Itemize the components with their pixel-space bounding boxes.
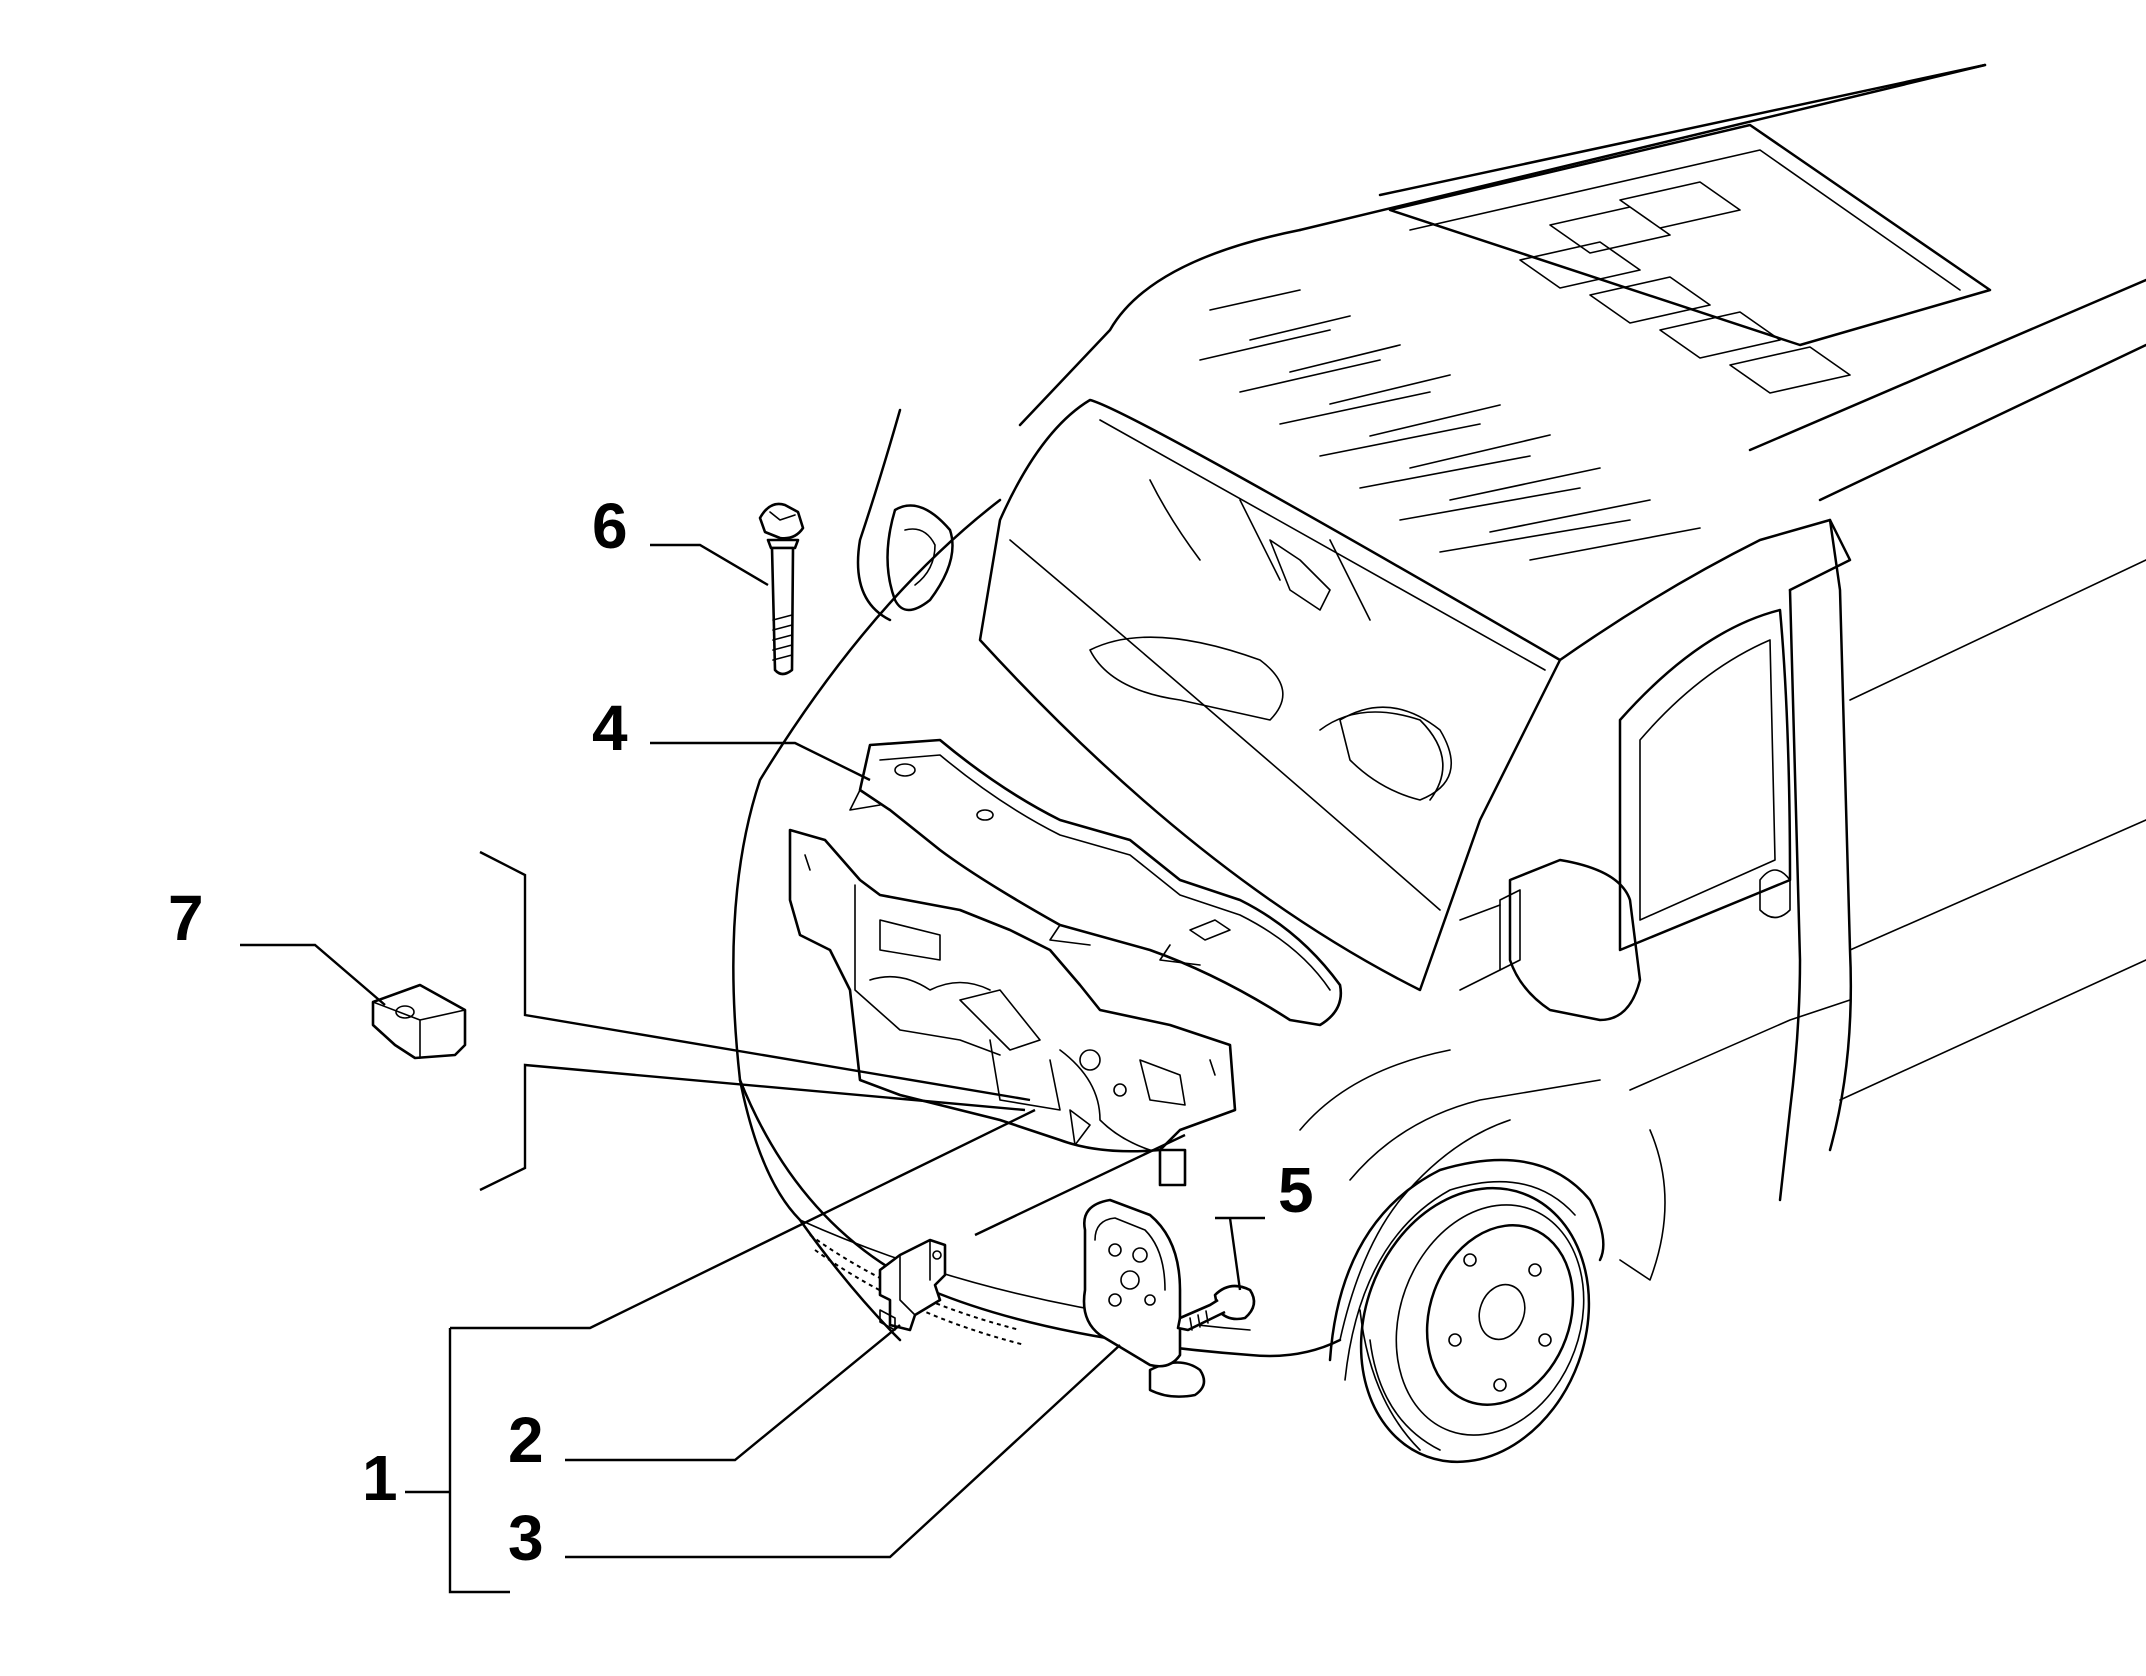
label-part-1: 1 [362,1442,398,1514]
van-outline [732,63,2146,1464]
side-plate-part [1082,1198,1182,1368]
label-part-3: 3 [508,1502,544,1574]
l-bracket-part [371,983,467,1060]
bracket-part [878,1238,947,1332]
screw-part [1176,1284,1256,1332]
label-part-4: 4 [592,692,628,764]
label-part-2: 2 [508,1404,544,1476]
part-labels: 6 4 7 5 2 1 3 [168,490,1314,1574]
leader-lines [240,543,1265,1594]
bolt-part [758,502,805,676]
label-part-6: 6 [592,490,628,562]
label-part-5: 5 [1278,1154,1314,1226]
label-part-7: 7 [168,882,204,954]
upper-crossmember-part [849,738,1343,1027]
front-panel-part [788,828,1237,1187]
